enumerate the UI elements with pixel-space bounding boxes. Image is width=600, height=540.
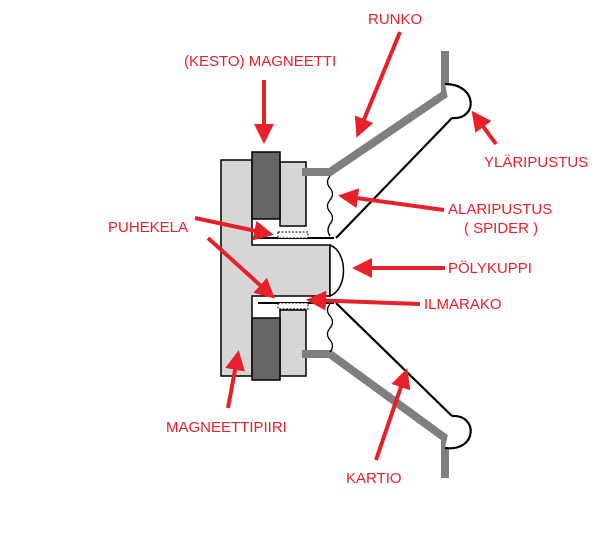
cone-lower [335, 302, 453, 417]
top-plate-upper [279, 161, 307, 227]
label-alaripustus: ALARIPUSTUS [448, 201, 552, 218]
cone-upper [335, 117, 453, 239]
label-ylaripustus: YLÄRIPUSTUS [484, 154, 588, 171]
surround-lower [444, 414, 472, 450]
pole-tip [329, 243, 345, 298]
arrow-ylaripustus [471, 110, 498, 146]
label-kesto-magneetti: (KESTO) MAGNEETTI [184, 53, 336, 70]
spider [326, 175, 334, 353]
arrow-puhekela-upper [194, 216, 274, 241]
magnet-upper [251, 151, 281, 220]
arrow-kartio [374, 368, 411, 461]
frame-lower [302, 350, 449, 478]
label-magneettipiiri: MAGNEETTIPIIRI [166, 419, 287, 436]
spider-lower [326, 303, 334, 353]
label-spider: ( SPIDER ) [464, 220, 538, 237]
frame [302, 51, 449, 478]
voice-coil-lower [277, 302, 309, 310]
arrow-ilmarako [306, 290, 421, 311]
arrow-magneettipiiri [225, 350, 245, 409]
label-polykuppi: PÖLYKUPPI [448, 259, 532, 277]
arrow-puhekela-lower [206, 236, 275, 299]
cone [335, 82, 472, 450]
label-puhekela: PUHEKELA [108, 219, 188, 236]
label-ilmarako: ILMARAKO [424, 296, 502, 313]
arrow-alaripustus [338, 188, 445, 212]
magnet-circuit [220, 151, 345, 381]
label-runko: RUNKO [368, 11, 422, 28]
frame-upper [302, 51, 449, 176]
top-plate-lower [279, 309, 307, 377]
voice-coil-upper [277, 231, 309, 239]
arrow-runko [354, 31, 402, 138]
label-kartio: KARTIO [346, 470, 402, 487]
magnet-lower [251, 317, 281, 381]
spider-upper [326, 175, 334, 237]
surround-upper [444, 82, 472, 120]
labels: RUNKO (KESTO) MAGNEETTI YLÄRIPUSTUS ALAR… [108, 11, 588, 487]
annotation-arrows [194, 31, 498, 461]
